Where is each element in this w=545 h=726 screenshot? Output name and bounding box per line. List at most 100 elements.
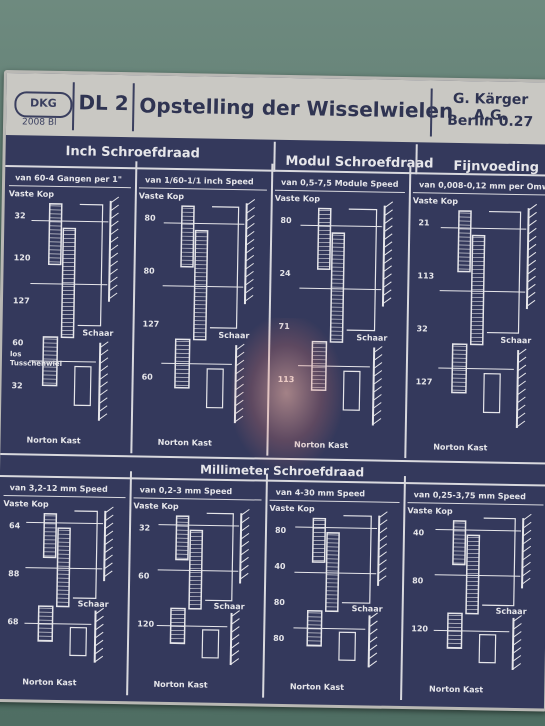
section-inch-title: Inch Schroefdraad bbox=[65, 144, 200, 162]
gear-tooth-count: 80 bbox=[412, 576, 424, 586]
logo-text: DKG bbox=[29, 96, 57, 110]
gear-tooth-count: 71 bbox=[278, 321, 290, 332]
schaar-label: Schaar bbox=[495, 607, 527, 617]
schaar-label: Schaar bbox=[218, 330, 250, 340]
gear-tooth-count: 113 bbox=[277, 374, 295, 385]
gear-tooth-count: 32 bbox=[138, 523, 151, 533]
panel-rule bbox=[8, 185, 131, 189]
vaste-kop-label: Vaste Kop bbox=[407, 506, 453, 516]
norton-kast-label: Norton Kast bbox=[428, 684, 484, 695]
tusschenwiel-label: los bbox=[9, 350, 22, 359]
panel-subtitle: van 3,2-12 mm Speed bbox=[9, 483, 108, 494]
vaste-kop-label: Vaste Kop bbox=[412, 196, 459, 206]
norton-kast-label: Norton Kast bbox=[153, 679, 208, 690]
header-divider bbox=[71, 82, 75, 131]
schaar-label: Schaar bbox=[500, 335, 532, 345]
gear-tooth-count: 64 bbox=[8, 521, 21, 531]
panel-rule bbox=[269, 499, 400, 503]
vaste-kop-label: Vaste Kop bbox=[269, 503, 315, 514]
vaste-kop-label: Vaste Kop bbox=[138, 191, 185, 202]
gear-tooth-count: 80 bbox=[144, 213, 156, 223]
gear-tooth-count: 32 bbox=[416, 324, 428, 334]
schaar-label: Schaar bbox=[351, 604, 383, 615]
vaste-kop-label: Vaste Kop bbox=[274, 193, 321, 204]
header-divider bbox=[429, 88, 433, 137]
gear-tooth-count: 80 bbox=[274, 525, 287, 535]
gear-tooth-count: 80 bbox=[273, 597, 285, 607]
gear-tooth-count: 120 bbox=[411, 624, 429, 634]
norton-kast-label: Norton Kast bbox=[26, 435, 81, 446]
gear-train-drawing bbox=[24, 506, 114, 663]
gear-train-drawing bbox=[298, 201, 394, 426]
plate-header: DKG 2008 Bl DL 2 Opstelling der Wisselwi… bbox=[5, 73, 545, 145]
panel-subtitle: van 0,5-7,5 Module Speed bbox=[281, 177, 399, 189]
norton-kast-label: Norton Kast bbox=[289, 682, 345, 693]
panel-rule bbox=[3, 495, 126, 499]
section-divider bbox=[273, 141, 276, 172]
norton-kast-label: Norton Kast bbox=[294, 440, 349, 451]
gear-tooth-count: 40 bbox=[412, 528, 425, 538]
gear-train-drawing bbox=[156, 508, 250, 666]
gear-tooth-count: 40 bbox=[274, 561, 286, 571]
panel-rule bbox=[138, 187, 267, 191]
schaar-label: Schaar bbox=[356, 332, 388, 343]
panel-rule bbox=[274, 189, 405, 194]
vaste-kop-label: Vaste Kop bbox=[8, 189, 55, 199]
serial-text: 2008 Bl bbox=[22, 117, 57, 128]
gear-tooth-count: 60 bbox=[138, 571, 150, 581]
vaste-kop-label: Vaste Kop bbox=[3, 499, 49, 509]
gear-train-drawing bbox=[438, 203, 538, 429]
panel-rule bbox=[407, 502, 544, 506]
gear-tooth-count: 32 bbox=[11, 380, 23, 390]
schaar-label: Schaar bbox=[77, 599, 109, 610]
gear-tooth-count: 113 bbox=[417, 271, 435, 281]
gear-tooth-count: 60 bbox=[12, 338, 24, 348]
norton-kast-label: Norton Kast bbox=[22, 677, 77, 688]
norton-kast-label: Norton Kast bbox=[157, 437, 212, 448]
gear-tooth-count: 68 bbox=[7, 617, 19, 627]
gear-tooth-count: 88 bbox=[8, 569, 20, 579]
gear-tooth-count: 127 bbox=[12, 295, 30, 306]
gear-chart-plate: DKG 2008 Bl DL 2 Opstelling der Wisselwi… bbox=[0, 70, 545, 712]
panel-subtitle: van 1/60-1/1 inch Speed bbox=[145, 175, 254, 187]
gear-train-drawing bbox=[29, 196, 120, 421]
panel-subtitle: van 0,2-3 mm Speed bbox=[139, 485, 233, 497]
gear-tooth-count: 120 bbox=[137, 619, 155, 629]
model-label: DL 2 bbox=[78, 90, 129, 116]
gear-tooth-count: 32 bbox=[14, 211, 26, 221]
schaar-label: Schaar bbox=[213, 602, 245, 612]
section-module-title: Modul Schroefdraad bbox=[285, 153, 434, 172]
gear-tooth-count: 127 bbox=[142, 319, 160, 329]
gear-tooth-count: 80 bbox=[273, 633, 285, 643]
header-divider bbox=[131, 83, 135, 132]
gear-tooth-count: 60 bbox=[141, 372, 153, 382]
gear-tooth-count: 80 bbox=[143, 266, 155, 276]
maker-city: Berlin 0.27 bbox=[447, 112, 534, 131]
schaar-label: Schaar bbox=[82, 327, 114, 338]
gear-tooth-count: 120 bbox=[13, 253, 31, 263]
plate-title: Opstelling der Wisselwielen bbox=[139, 93, 454, 123]
panel-subtitle: van 0,008-0,12 mm per Omw. bbox=[418, 180, 545, 192]
logo-emblem: DKG bbox=[14, 91, 73, 119]
gear-train-drawing bbox=[293, 511, 388, 668]
panel-subtitle: van 60-4 Gangen per 1" bbox=[15, 173, 122, 185]
vaste-kop-label: Vaste Kop bbox=[133, 501, 179, 512]
tusschenwiel-label: Tusschenwiel bbox=[9, 359, 63, 369]
gear-tooth-count: 21 bbox=[418, 218, 430, 228]
section-mm-title: Millimeter Schroefdraad bbox=[199, 462, 365, 480]
panel-subtitle: van 4-30 mm Speed bbox=[275, 487, 366, 499]
gear-tooth-count: 80 bbox=[280, 215, 292, 226]
gear-train-drawing bbox=[433, 513, 532, 670]
gear-tooth-count: 127 bbox=[415, 377, 433, 387]
panel-rule bbox=[133, 497, 262, 501]
panel-subtitle: van 0,25-3,75 mm Speed bbox=[413, 490, 526, 502]
gear-tooth-count: 24 bbox=[279, 268, 291, 279]
